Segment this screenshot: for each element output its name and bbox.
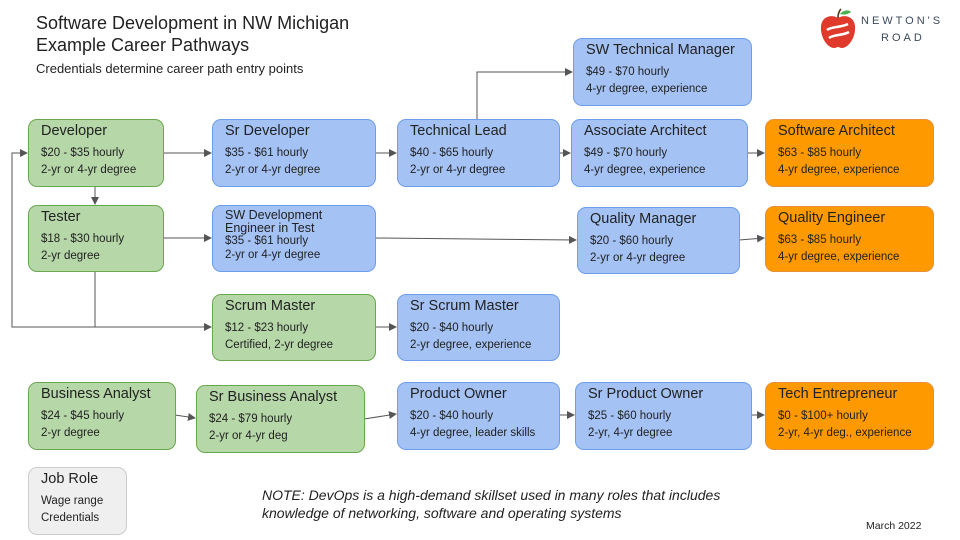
role-credentials: 2-yr or 4-yr degree: [225, 249, 321, 261]
role-wage: $40 - $65 hourly: [410, 147, 494, 159]
role-title: Developer: [41, 123, 108, 139]
role-title-line-2: Engineer in Test: [225, 221, 315, 235]
role-title: Quality Manager: [590, 211, 697, 227]
role-credentials: 2-yr degree: [41, 427, 100, 439]
role-credentials: 4-yr degree, experience: [584, 164, 706, 176]
role-tech-entrepreneur: Tech Entrepreneur $0 - $100+ hourly 2-yr…: [765, 382, 934, 450]
role-credentials: 2-yr or 4-yr deg: [209, 430, 288, 442]
role-wage: $20 - $40 hourly: [410, 410, 494, 422]
arrow-sw-dev-engineer-test-to-quality-manager: [374, 235, 577, 244]
newtons-road-logo: NEWTON'S ROAD: [818, 8, 940, 52]
role-wage: $63 - $85 hourly: [778, 147, 862, 159]
role-title: Product Owner: [410, 386, 507, 402]
role-sr-product-owner: Sr Product Owner $25 - $60 hourly 2-yr, …: [575, 382, 752, 450]
role-developer: Developer $20 - $35 hourly 2-yr or 4-yr …: [28, 119, 164, 187]
role-title: Business Analyst: [41, 386, 151, 402]
role-technical-lead: Technical Lead $40 - $65 hourly 2-yr or …: [397, 119, 560, 187]
role-credentials: 2-yr, 4-yr deg., experience: [778, 427, 912, 439]
role-title: Associate Architect: [584, 123, 707, 139]
page-subtitle: Credentials determine career path entry …: [36, 61, 304, 76]
role-title-line-1: SW Development: [225, 208, 323, 222]
role-quality-manager: Quality Manager $20 - $60 hourly 2-yr or…: [577, 207, 740, 274]
role-wage: $20 - $40 hourly: [410, 322, 494, 334]
role-sr-developer: Sr Developer $35 - $61 hourly 2-yr or 4-…: [212, 119, 376, 187]
role-credentials: 4-yr degree, experience: [778, 164, 900, 176]
logo-text-top: NEWTON'S: [861, 15, 944, 27]
role-software-architect: Software Architect $63 - $85 hourly 4-yr…: [765, 119, 934, 187]
role-credentials: 2-yr degree: [41, 250, 100, 262]
role-wage: $35 - $61 hourly: [225, 235, 309, 247]
role-title: Sr Business Analyst: [209, 389, 338, 405]
role-credentials: 2-yr or 4-yr degree: [225, 164, 321, 176]
arrow-business-analyst-to-sr-business-analyst: [174, 413, 196, 421]
date-label: March 2022: [866, 520, 922, 532]
role-wage: $35 - $61 hourly: [225, 147, 309, 159]
title-line-1: Software Development in NW Michigan: [36, 13, 350, 33]
legend-title: Job Role: [41, 471, 99, 487]
role-title: Tester: [41, 209, 81, 225]
title-line-2: Example Career Pathways: [36, 35, 250, 55]
role-title: Software Architect: [778, 123, 895, 139]
legend-credentials: Credentials: [41, 512, 100, 524]
role-credentials: 2-yr or 4-yr degree: [410, 164, 506, 176]
role-wage: $24 - $45 hourly: [41, 410, 125, 422]
role-product-owner: Product Owner $20 - $40 hourly 4-yr degr…: [397, 382, 560, 450]
role-wage: $25 - $60 hourly: [588, 410, 672, 422]
role-title: Sr Scrum Master: [410, 298, 519, 314]
role-credentials: 2-yr, 4-yr degree: [588, 427, 673, 439]
role-title: Tech Entrepreneur: [778, 386, 898, 402]
role-title: Sr Developer: [225, 123, 310, 139]
role-wage: $24 - $79 hourly: [209, 413, 293, 425]
role-quality-engineer: Quality Engineer $63 - $85 hourly 4-yr d…: [765, 206, 934, 272]
role-wage: $20 - $60 hourly: [590, 235, 674, 247]
role-credentials: 2-yr degree, experience: [410, 339, 532, 351]
role-wage: $63 - $85 hourly: [778, 234, 862, 246]
role-title: Quality Engineer: [778, 210, 886, 226]
role-sw-technical-manager: SW Technical Manager $49 - $70 hourly 4-…: [573, 38, 752, 106]
arrow-tester-to-scrum-master: [94, 271, 212, 331]
note-line-1: NOTE: DevOps is a high-demand skillset u…: [262, 487, 721, 503]
role-sr-business-analyst: Sr Business Analyst $24 - $79 hourly 2-y…: [196, 385, 365, 453]
role-credentials: 4-yr degree, experience: [778, 251, 900, 263]
role-title: Technical Lead: [410, 123, 507, 139]
apple-logo-icon: [820, 8, 856, 48]
role-wage: $12 - $23 hourly: [225, 322, 309, 334]
role-sw-dev-engineer-test: SW Development Engineer in Test $35 - $6…: [212, 205, 376, 272]
role-wage: $49 - $70 hourly: [586, 66, 670, 78]
arrow-quality-manager-to-quality-engineer: [738, 234, 765, 243]
arrow-technical-lead-to-sw-technical-manager: [476, 68, 573, 119]
role-title: SW Technical Manager: [586, 42, 735, 58]
role-wage: $20 - $35 hourly: [41, 147, 125, 159]
role-credentials: 4-yr degree, experience: [586, 83, 708, 95]
role-sr-scrum-master: Sr Scrum Master $20 - $40 hourly 2-yr de…: [397, 294, 560, 361]
role-tester: Tester $18 - $30 hourly 2-yr degree: [28, 205, 164, 272]
role-wage: $0 - $100+ hourly: [778, 410, 868, 422]
role-associate-architect: Associate Architect $49 - $70 hourly 4-y…: [571, 119, 748, 187]
note-line-2: knowledge of networking, software and op…: [262, 505, 622, 521]
role-credentials: Certified, 2-yr degree: [225, 339, 334, 351]
legend-job-role: Job Role Wage range Credentials: [28, 467, 127, 535]
logo-text-bottom: ROAD: [881, 32, 925, 44]
role-wage: $49 - $70 hourly: [584, 147, 668, 159]
page-title: Software Development in NW Michigan Exam…: [36, 12, 349, 56]
devops-note: NOTE: DevOps is a high-demand skillset u…: [262, 486, 720, 522]
role-credentials: 2-yr or 4-yr degree: [41, 164, 137, 176]
legend-wage: Wage range: [41, 495, 104, 507]
role-credentials: 4-yr degree, leader skills: [410, 427, 536, 439]
arrow-sr-business-analyst-to-product-owner: [363, 411, 397, 420]
role-scrum-master: Scrum Master $12 - $23 hourly Certified,…: [212, 294, 376, 361]
role-title: Sr Product Owner: [588, 386, 704, 402]
role-credentials: 2-yr or 4-yr degree: [590, 252, 686, 264]
role-wage: $18 - $30 hourly: [41, 233, 125, 245]
role-title: Scrum Master: [225, 298, 316, 314]
arrow-loop-to-developer: [11, 149, 95, 328]
role-business-analyst: Business Analyst $24 - $45 hourly 2-yr d…: [28, 382, 176, 450]
